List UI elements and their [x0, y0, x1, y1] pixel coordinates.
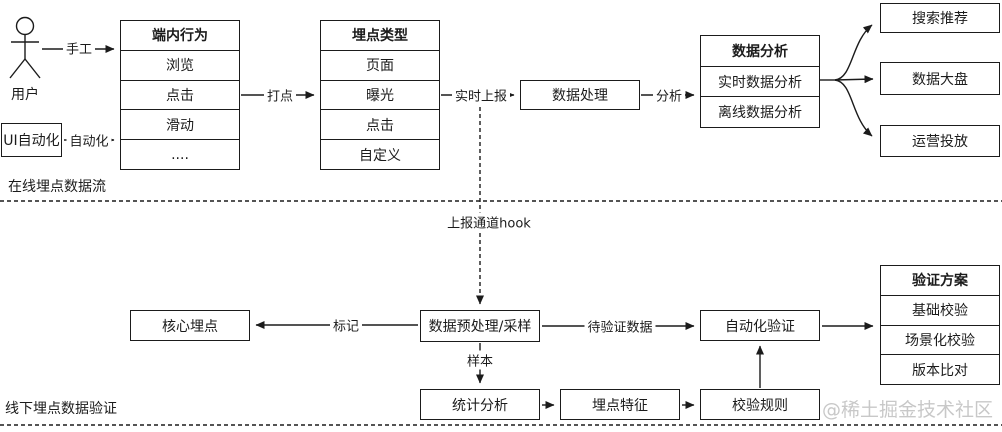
node-data-dashboard: 数据大盘	[880, 62, 1000, 95]
table-row: 滑动	[121, 109, 239, 139]
node-search-recommend: 搜索推荐	[880, 3, 1000, 33]
table-row: 实时数据分析	[701, 65, 819, 97]
table-row: ....	[121, 139, 239, 169]
table-row: 曝光	[321, 79, 439, 110]
node-data-processing: 数据处理	[520, 80, 640, 110]
node-label: 自动化验证	[725, 318, 795, 335]
node-label: 核心埋点	[162, 318, 218, 335]
edge-label-mark: 标记	[329, 315, 363, 335]
table-header: 埋点类型	[352, 28, 408, 45]
actor-user-label: 用户	[11, 87, 39, 103]
node-tracking-feature: 埋点特征	[560, 389, 680, 420]
table-row: 版本比对	[881, 354, 999, 384]
table-row: 基础校验	[881, 294, 999, 325]
table-row: 场景化校验	[881, 324, 999, 355]
node-auto-verification: 自动化验证	[700, 310, 820, 341]
section-label-offline: 线下埋点数据验证	[5, 401, 117, 417]
node-tracking-type: 埋点类型 页面 曝光 点击 自定义	[320, 20, 440, 170]
node-data-analysis: 数据分析 实时数据分析 离线数据分析	[700, 35, 820, 128]
node-statistical-analysis: 统计分析	[420, 389, 540, 420]
edge-label-dotting: 打点	[263, 85, 297, 105]
table-row: 点击	[121, 79, 239, 110]
table-row: 离线数据分析	[701, 96, 819, 127]
node-client-behavior: 端内行为 浏览 点击 滑动 ....	[120, 20, 240, 170]
node-label: UI自动化	[3, 133, 60, 149]
node-label: 数据大盘	[912, 71, 968, 88]
table-row: 页面	[321, 49, 439, 80]
edge-to-data-dashboard	[834, 75, 874, 84]
node-ui-automation: UI自动化	[1, 123, 62, 157]
node-verification-plan: 验证方案 基础校验 场景化校验 版本比对	[880, 265, 1000, 385]
table-row: 自定义	[321, 139, 439, 169]
table-header: 数据分析	[732, 43, 788, 60]
edge-label-report-channel-hook: 上报通道hook	[444, 212, 534, 232]
node-label: 搜索推荐	[912, 11, 968, 27]
table-row: 浏览	[121, 49, 239, 80]
section-label-online: 在线埋点数据流	[8, 179, 106, 195]
node-core-tracking: 核心埋点	[130, 310, 250, 341]
node-label: 数据处理	[552, 88, 608, 104]
user-figure-icon	[9, 16, 41, 79]
table-row: 点击	[321, 109, 439, 139]
node-label: 埋点特征	[592, 397, 648, 414]
edge-label-automation: 自动化	[66, 130, 112, 150]
node-label: 数据预处理/采样	[428, 319, 532, 335]
watermark-text: @稀土掘金技术社区	[822, 399, 994, 421]
edge-label-sample: 样本	[463, 350, 497, 370]
edge-label-to-verify-data: 待验证数据	[584, 316, 656, 336]
node-label: 校验规则	[732, 397, 788, 414]
edge-to-operation-delivery	[834, 79, 873, 137]
edge-label-manual: 手工	[62, 38, 96, 58]
node-check-rules: 校验规则	[700, 389, 820, 420]
node-operation-delivery: 运营投放	[880, 125, 1000, 157]
node-label: 统计分析	[452, 397, 508, 414]
node-label: 运营投放	[912, 134, 968, 150]
table-header: 验证方案	[912, 273, 968, 290]
edge-label-realtime-report: 实时上报	[451, 85, 511, 105]
edge-to-search-recommend	[834, 24, 873, 81]
table-header: 端内行为	[152, 28, 208, 45]
node-data-preprocess: 数据预处理/采样	[420, 310, 540, 342]
edge-label-analysis: 分析	[652, 85, 686, 105]
